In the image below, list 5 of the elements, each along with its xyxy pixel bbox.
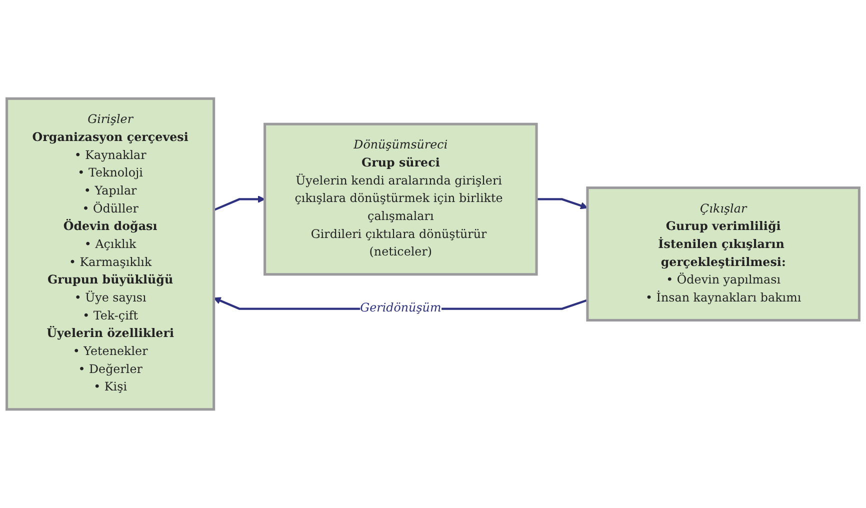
arrow bbox=[536, 198, 588, 210]
node-box bbox=[586, 186, 860, 322]
arrow bbox=[213, 196, 266, 212]
node-box bbox=[264, 122, 538, 276]
node-box bbox=[6, 97, 216, 411]
